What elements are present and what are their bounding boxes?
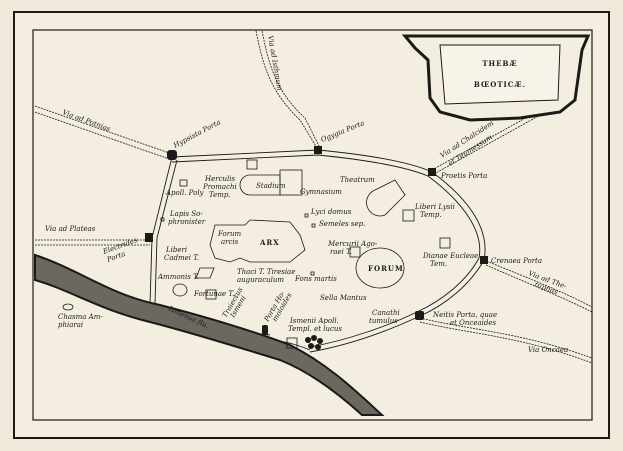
label-herculis-2: Promachi	[202, 183, 237, 191]
label-arx: ARX	[259, 238, 280, 247]
label-mercurii-2: raei T.	[330, 248, 352, 256]
label-ismenii-2: Templ. et lucus	[288, 325, 342, 333]
gate-homoloides	[262, 325, 268, 335]
label-fons: Fons martis	[294, 275, 337, 283]
stadium	[239, 174, 281, 196]
label-herculis-1: Herculis	[204, 175, 235, 183]
label-crenaea: Crenaea Porta	[491, 257, 542, 265]
label-apoll-poly: Apoll. Poly	[165, 189, 205, 197]
label-semeles: Semeles sep.	[319, 220, 365, 228]
label-sella: Sella Mantus	[320, 294, 367, 302]
title-cartouche: THEBÆ BŒOTICÆ.	[401, 34, 591, 122]
label-dianae-2: Tem.	[430, 260, 447, 268]
label-proetis: Proetis Porta	[440, 172, 487, 180]
gate-neitis	[415, 311, 424, 320]
road-isthmum	[255, 30, 321, 149]
label-stadium: Stadium	[256, 182, 286, 190]
gates	[145, 146, 488, 335]
gate-hypsista	[167, 150, 177, 160]
gate-proetis	[428, 168, 436, 176]
inner-frame	[32, 29, 593, 421]
roads	[34, 30, 593, 364]
label-thaci-2: auguraculum	[237, 276, 284, 284]
label-gymnasium: Gymnasium	[300, 188, 342, 196]
label-dianae-1: Dianae Eucleae	[422, 252, 478, 260]
road-potnias	[34, 105, 173, 161]
label-chasma-1: Chasma Am-	[58, 313, 103, 321]
buildings	[62, 159, 451, 349]
label-liberi-cadmei-1: Liberi	[165, 246, 187, 254]
gate-electrides	[145, 233, 153, 242]
map-title: THEBÆ	[482, 59, 517, 68]
label-lapis-2: phronister	[168, 218, 206, 226]
arx	[209, 219, 306, 263]
label-thaci-1: Thaci T. Tiresiae	[237, 268, 295, 276]
gymnasium	[279, 169, 303, 196]
road-plateas	[35, 239, 150, 246]
label-ismenii-1: Ismenii Apoll.	[289, 317, 339, 325]
map-subtitle: BŒOTICÆ.	[474, 80, 526, 89]
gate-ogygia	[314, 146, 322, 154]
ammonis-temple	[172, 283, 188, 297]
road-chalcidem	[431, 109, 543, 175]
label-neitis-1: Neitis Porta, quae	[432, 311, 497, 319]
label-forum: FORUM	[368, 264, 404, 273]
label-forum-arcis-1: Forum	[217, 230, 242, 238]
label-canathi-2: tumulus	[369, 317, 398, 325]
label-liberi-lysii-1: Liberi Lysii	[414, 203, 455, 211]
label-mercurii-1: Mercurii Ago-	[327, 240, 378, 248]
label-forum-arcis-2: arcis	[221, 238, 239, 246]
theatre	[366, 179, 406, 217]
road-oncaea	[419, 317, 593, 364]
label-ammonis: Ammonis T.	[157, 273, 199, 281]
label-liberi-cadmei-2: Cadmei T.	[164, 254, 199, 262]
road-therapnas	[483, 259, 593, 313]
label-theatrum: Theatrum	[340, 176, 375, 184]
label-lyci: Lyci domus	[310, 208, 352, 216]
label-via-oncaea: Via Oncaea	[528, 346, 568, 354]
forum	[355, 247, 405, 289]
label-via-plateas: Via ad Plateas	[45, 225, 96, 233]
gate-crenaea	[480, 256, 488, 264]
label-herculis-3: Temp.	[209, 191, 231, 199]
label-chasma-2: phiarai	[58, 321, 83, 329]
chasma	[62, 303, 74, 311]
label-neitis-2: et Onceaides	[450, 319, 497, 327]
sacred-grove	[305, 335, 323, 350]
label-fortunae: Fortunae T.	[193, 290, 234, 298]
label-canathi-1: Canathi	[372, 309, 400, 317]
label-lapis-1: Lapis So-	[169, 210, 203, 218]
label-liberi-lysii-2: Temp.	[420, 211, 442, 219]
river-ismenus	[34, 253, 385, 416]
